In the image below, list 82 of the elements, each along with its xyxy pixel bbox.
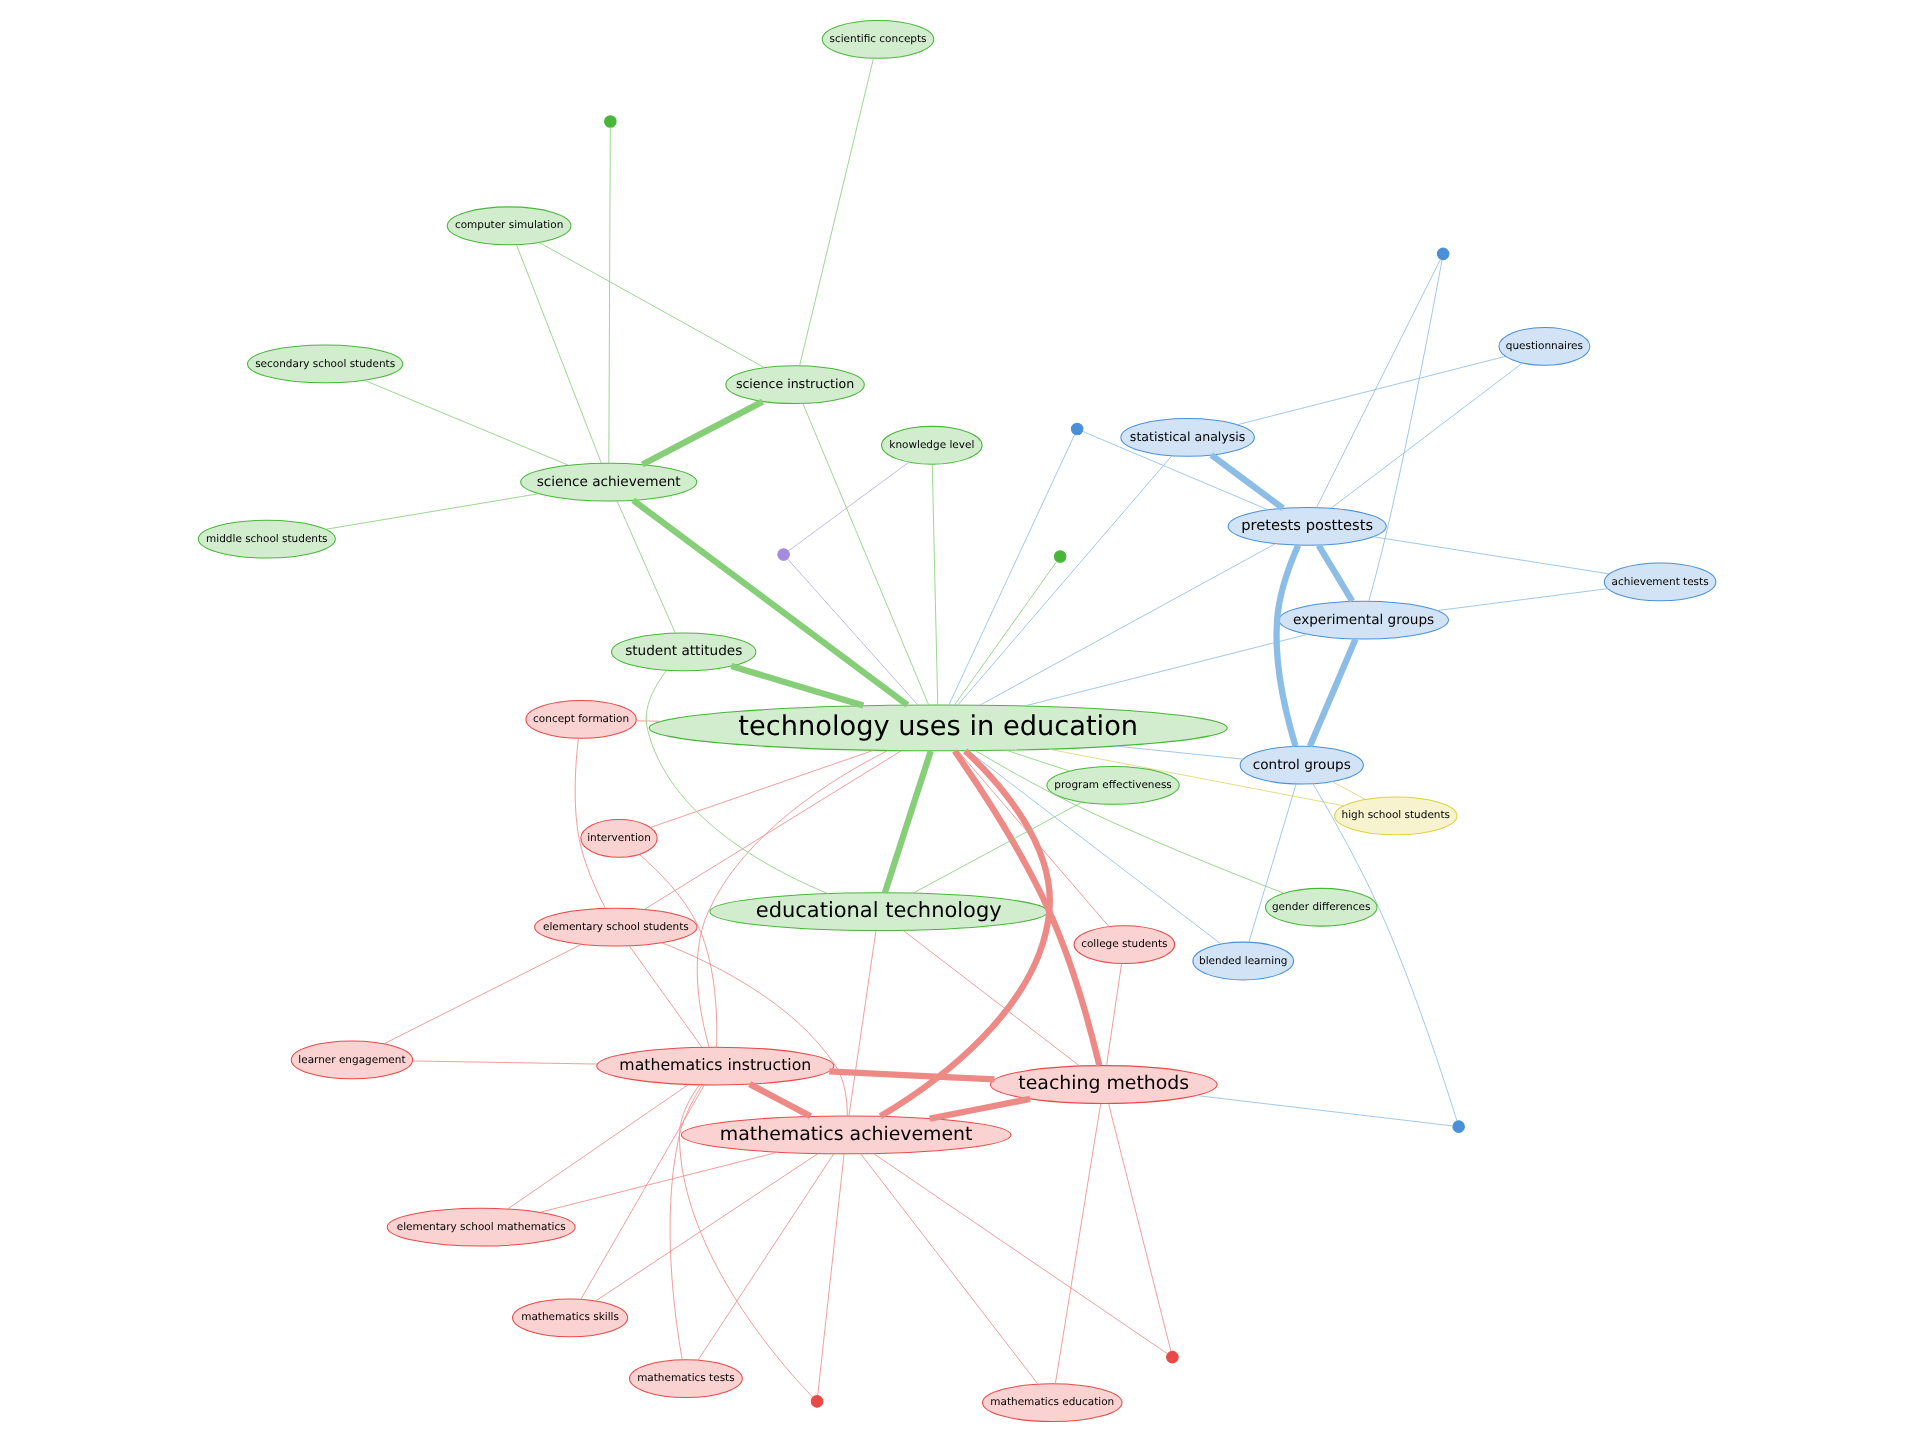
connector: [616, 500, 676, 634]
connector: [799, 57, 874, 367]
node-circle: [1166, 1350, 1179, 1364]
node-circle: [604, 115, 617, 128]
connector: [881, 750, 934, 894]
connector: [1368, 259, 1443, 602]
connector: [1108, 1103, 1172, 1352]
connector: [1209, 452, 1285, 511]
connector: [697, 1153, 834, 1361]
node-circle: [1436, 247, 1450, 261]
connector: [1106, 963, 1122, 1066]
connector: [507, 1084, 689, 1210]
connector: [931, 463, 939, 706]
node-ellipse: mathematics achievement: [680, 1115, 1012, 1155]
connector: [878, 748, 1053, 1119]
connector: [1436, 588, 1609, 612]
connector: [788, 461, 910, 552]
connector: [817, 1153, 845, 1396]
connector: [929, 1095, 1031, 1122]
connector: [1082, 431, 1269, 511]
node-circle: [1070, 422, 1084, 436]
connector: [412, 1060, 598, 1065]
connector: [1024, 633, 1308, 707]
connector: [696, 750, 888, 1048]
connector: [1115, 745, 1244, 760]
connector: [1237, 355, 1506, 426]
connector: [975, 750, 1285, 894]
connector: [364, 379, 569, 466]
connector: [650, 749, 874, 828]
connector: [574, 738, 606, 909]
node-circle: [810, 1395, 824, 1408]
connector: [595, 1153, 819, 1302]
node-ellipse: teaching methods: [989, 1065, 1218, 1104]
connector: [325, 493, 540, 530]
node-circle: [777, 548, 790, 561]
connector: [802, 403, 929, 706]
connector: [957, 750, 1110, 927]
connector: [1248, 783, 1297, 943]
connector: [787, 558, 919, 706]
connector: [829, 1068, 995, 1083]
connector: [957, 455, 1173, 706]
connector: [635, 720, 662, 722]
connector: [669, 1084, 703, 1361]
connector: [679, 1084, 814, 1398]
connector: [979, 543, 1276, 706]
connector: [383, 943, 582, 1045]
node-ellipse: technology uses in education: [648, 704, 1228, 752]
connector: [954, 561, 1058, 706]
connector: [748, 1081, 813, 1119]
connector: [1196, 1095, 1454, 1127]
connector: [1372, 536, 1610, 575]
connector: [628, 945, 703, 1048]
connector: [860, 1153, 1039, 1385]
connector: [580, 1084, 705, 1300]
connector: [902, 930, 1081, 1067]
connector: [1330, 362, 1523, 509]
connector: [873, 1153, 1168, 1355]
connector: [1316, 258, 1441, 508]
connector: [539, 1151, 779, 1213]
connector: [913, 801, 1083, 894]
connector: [639, 854, 718, 1048]
connector: [661, 942, 848, 1117]
connector: [645, 670, 829, 894]
connector: [848, 930, 877, 1117]
connector: [1273, 543, 1302, 747]
node-ellipse: educational technology: [709, 892, 1049, 932]
connector: [640, 398, 765, 468]
connector: [1006, 749, 1070, 772]
connector: [1331, 781, 1366, 800]
connector: [608, 127, 611, 464]
connector: [538, 241, 765, 369]
node-circle: [1053, 550, 1067, 563]
node-circle: [1452, 1120, 1465, 1133]
connector: [631, 497, 910, 708]
connector: [644, 750, 902, 910]
connector: [1315, 543, 1355, 603]
connector: [1054, 1103, 1102, 1385]
connector: [516, 244, 602, 464]
connector: [1306, 637, 1359, 748]
connector: [948, 434, 1076, 706]
connector: [952, 749, 1103, 1067]
connector: [730, 663, 865, 709]
